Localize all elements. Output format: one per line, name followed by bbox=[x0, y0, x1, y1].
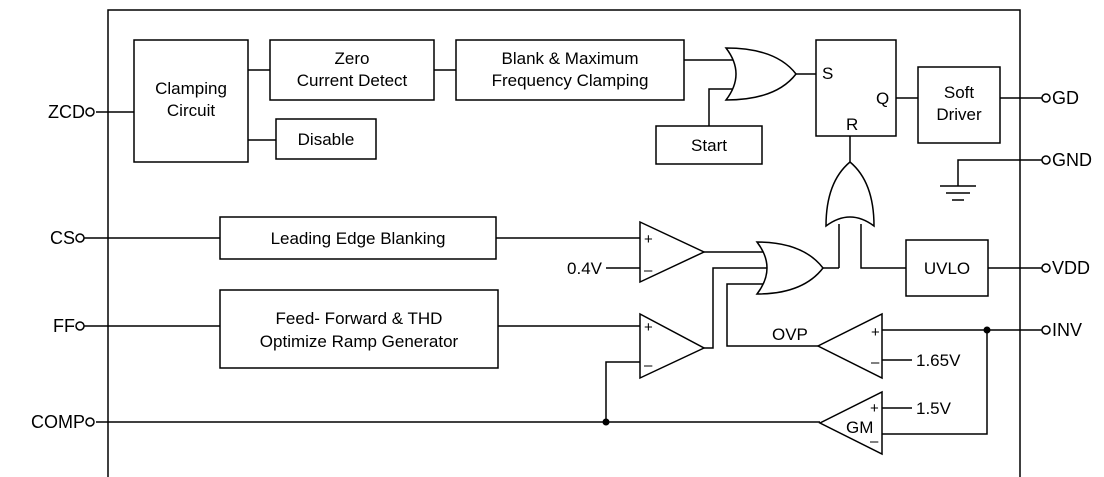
gm-amplifier-minus: – bbox=[870, 433, 879, 450]
cs-comparator-plus: + bbox=[644, 231, 653, 248]
zero-current-detect-label-1: Zero bbox=[335, 49, 370, 68]
ramp-comparator-plus: + bbox=[644, 319, 653, 336]
ovp-comparator-plus: + bbox=[871, 324, 880, 341]
or-gate-reset bbox=[825, 161, 875, 228]
soft-driver-label-2: Driver bbox=[936, 105, 982, 124]
wires bbox=[84, 59, 1042, 435]
pin-gd-label: GD bbox=[1052, 88, 1079, 108]
ref-1-5v-label: 1.5V bbox=[916, 399, 952, 418]
soft-driver-block: Soft Driver bbox=[917, 66, 1001, 144]
latch-s-label: S bbox=[822, 64, 833, 83]
ovp-label: OVP bbox=[772, 325, 808, 344]
ref-1-65v-label: 1.65V bbox=[916, 351, 961, 370]
pin-comp-label: COMP bbox=[31, 412, 85, 432]
gm-label: GM bbox=[846, 418, 873, 437]
feed-forward-label-2: Optimize Ramp Generator bbox=[260, 332, 459, 351]
gm-amplifier: + – GM bbox=[818, 390, 883, 456]
blank-max-frequency-label-1: Blank & Maximum bbox=[502, 49, 639, 68]
ovp-comparator: + – bbox=[816, 312, 883, 380]
zero-current-detect-label-2: Current Detect bbox=[297, 71, 408, 90]
cs-comparator: + – bbox=[639, 220, 706, 284]
or-gate-set bbox=[724, 47, 797, 101]
gm-amplifier-plus: + bbox=[870, 400, 879, 417]
pin-cs-label: CS bbox=[50, 228, 75, 248]
clamping-circuit-label-2: Circuit bbox=[167, 101, 215, 120]
latch-r-label: R bbox=[846, 115, 858, 134]
zero-current-detect-block: Zero Current Detect bbox=[269, 39, 435, 101]
ovp-comparator-minus: – bbox=[871, 354, 880, 371]
blank-max-frequency-label-2: Frequency Clamping bbox=[492, 71, 649, 90]
disable-block: Disable bbox=[275, 118, 377, 160]
ramp-comparator: + – bbox=[639, 312, 706, 380]
uvlo-label: UVLO bbox=[924, 259, 970, 278]
soft-driver-label-1: Soft bbox=[944, 83, 975, 102]
pin-zcd-label: ZCD bbox=[48, 102, 85, 122]
latch-q-label: Q bbox=[876, 89, 889, 108]
ramp-comparator-minus: – bbox=[644, 357, 653, 374]
start-label: Start bbox=[691, 136, 727, 155]
ref-0-4v-label: 0.4V bbox=[567, 259, 603, 278]
feed-forward-label-1: Feed- Forward & THD bbox=[276, 309, 443, 328]
pin-inv-label: INV bbox=[1052, 320, 1082, 340]
start-block: Start bbox=[655, 125, 763, 165]
pin-markers bbox=[75, 93, 1051, 427]
pin-gnd-label: GND bbox=[1052, 150, 1092, 170]
uvlo-block: UVLO bbox=[905, 239, 989, 297]
leading-edge-blanking-label: Leading Edge Blanking bbox=[271, 229, 446, 248]
pin-ff-label: FF bbox=[53, 316, 75, 336]
ic-boundary bbox=[107, 9, 1021, 477]
clamping-circuit-label-1: Clamping bbox=[155, 79, 227, 98]
or-gate-protection bbox=[755, 241, 824, 295]
clamping-circuit-block: Clamping Circuit bbox=[133, 39, 249, 163]
disable-label: Disable bbox=[298, 130, 355, 149]
blank-max-frequency-block: Blank & Maximum Frequency Clamping bbox=[455, 39, 685, 101]
cs-comparator-minus: – bbox=[644, 262, 653, 279]
feed-forward-block: Feed- Forward & THD Optimize Ramp Genera… bbox=[219, 289, 499, 369]
leading-edge-blanking-block: Leading Edge Blanking bbox=[219, 216, 497, 260]
pin-vdd-label: VDD bbox=[1052, 258, 1090, 278]
sr-latch: S Q R bbox=[815, 39, 897, 137]
